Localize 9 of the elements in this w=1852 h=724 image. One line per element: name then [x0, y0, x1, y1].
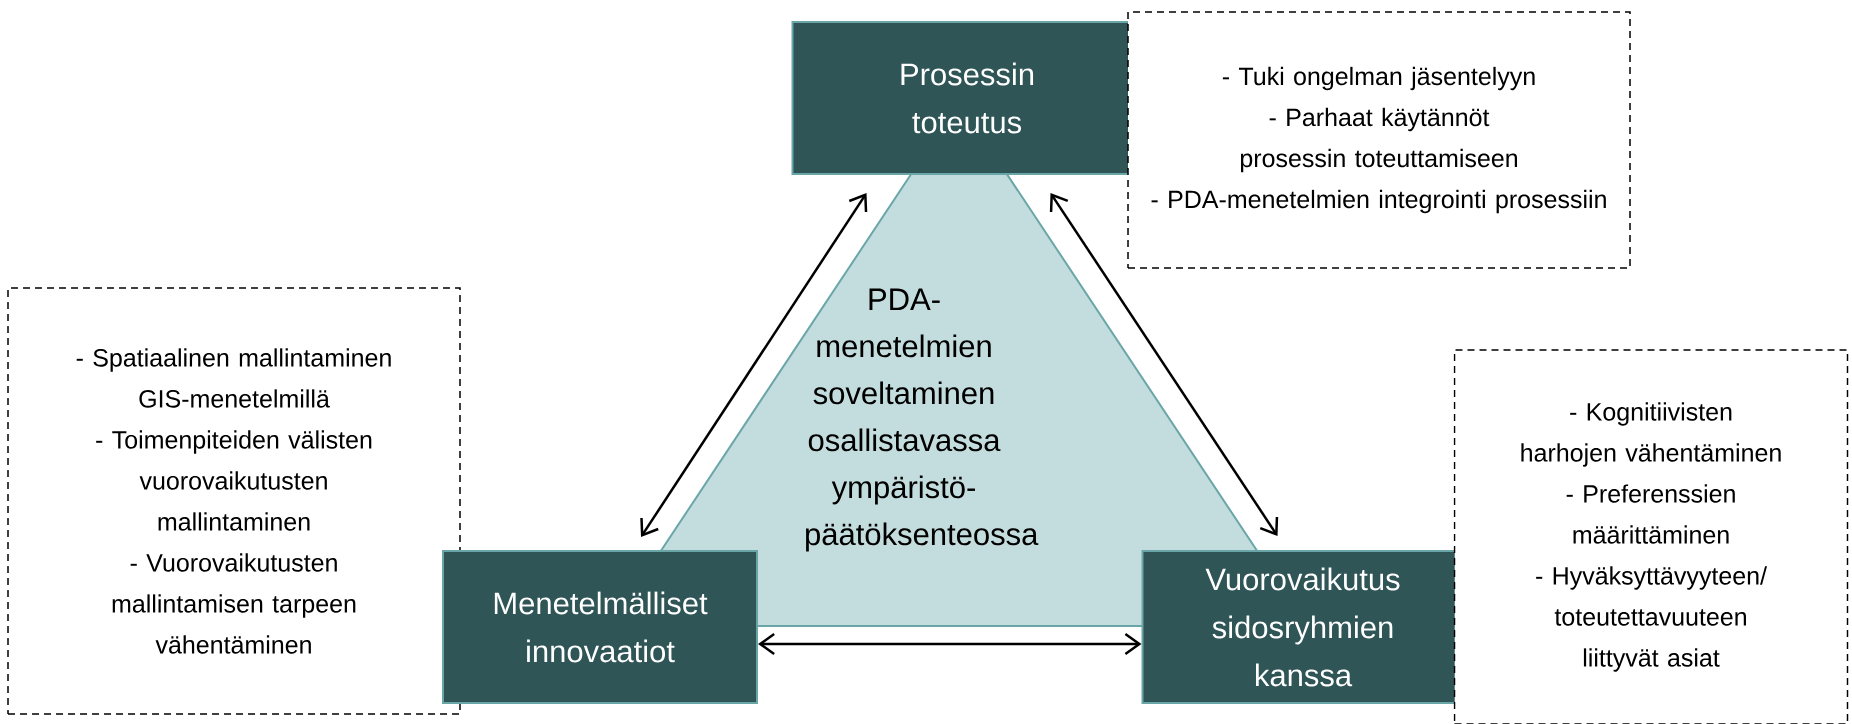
- process-box: Menetelmälliset innovaatiot: [442, 550, 758, 704]
- note-box: - Kognitiivisten harhojen vähentäminen - Preferenssien määrittäminen - Hyväksyttävyyteen/ toteutettavuuteen liittyvät asiat: [1453, 349, 1849, 724]
- process-box: Prosessin toteutus: [791, 21, 1143, 175]
- arrow: [758, 633, 1142, 656]
- arrow: [1049, 193, 1279, 536]
- arrow: [640, 193, 868, 537]
- note-box: - Tuki ongelman jäsentelyyn - Parhaat käytännöt prosessin toteuttamiseen - PDA-menetelmien integrointi prosessiin: [1127, 11, 1631, 269]
- process-box: Vuorovaikutus sidosryhmien kanssa: [1141, 550, 1465, 704]
- note-box: - Spatiaalinen mallintaminen GIS-menetelmillä - Toimenpiteiden välisten vuorovaikutusten mallintaminen - Vuorovaikutusten mallintamisen tarpeen vähentäminen: [7, 287, 461, 715]
